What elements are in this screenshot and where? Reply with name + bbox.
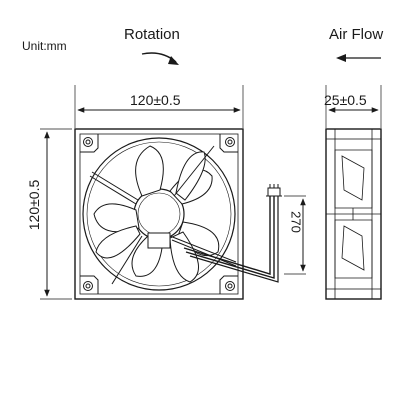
width-dimension-label: 120±0.5 [130,92,181,108]
cable-length-label: 270 [288,211,304,233]
unit-label: Unit:mm [22,39,67,53]
height-dimension-line [40,128,72,300]
width-dimension-line [74,85,244,128]
curved-arrow-icon [141,52,179,65]
height-dimension-label: 120±0.5 [26,179,42,231]
cable-dimension-line [284,195,306,275]
fan-side-view [325,128,382,300]
depth-dimension-line [325,85,382,128]
fan-cable [183,184,282,283]
fan-front-view [74,128,244,300]
left-arrow-icon [336,54,381,62]
rotation-label: Rotation [124,26,180,43]
air-flow-label: Air Flow [329,26,384,43]
depth-dimension-label: 25±0.5 [324,92,367,108]
